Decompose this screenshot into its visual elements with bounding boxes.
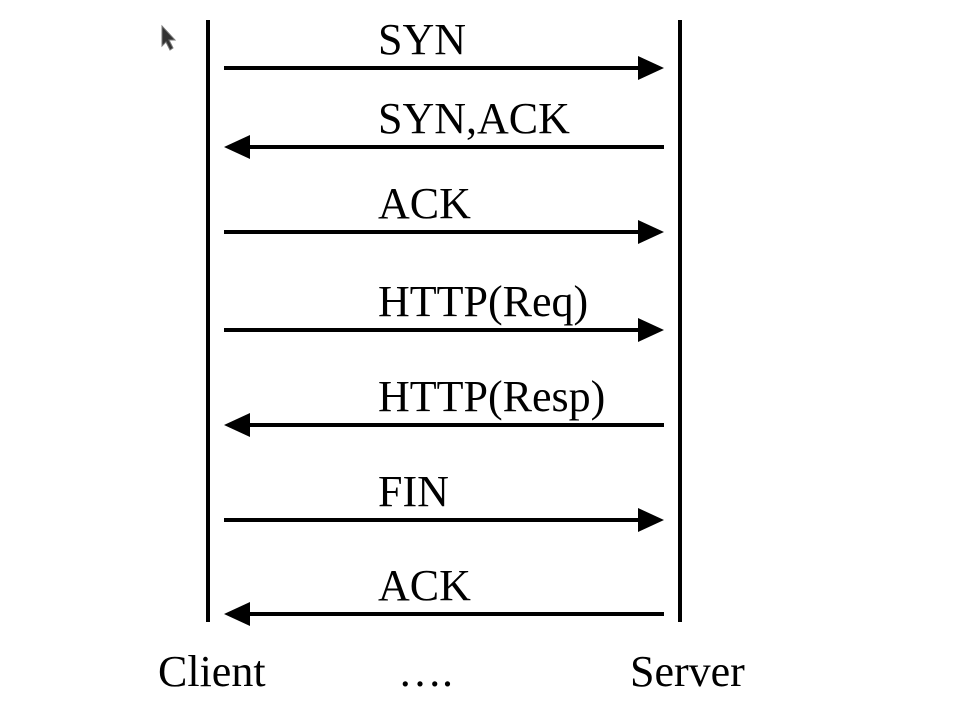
message-list: SYN SYN,ACK ACK HTTP(Req) HTTP(Resp) FIN ACK [224, 15, 664, 626]
arrowhead-right-icon [638, 56, 664, 80]
message-5: HTTP(Resp) [224, 372, 664, 437]
arrowhead-right-icon [638, 318, 664, 342]
arrowhead-left-icon [224, 602, 250, 626]
message-label: ACK [378, 179, 471, 228]
message-3: ACK [224, 179, 664, 244]
message-label: HTTP(Resp) [378, 372, 605, 421]
arrowhead-left-icon [224, 135, 250, 159]
arrowhead-right-icon [638, 508, 664, 532]
arrowhead-right-icon [638, 220, 664, 244]
mouse-pointer-icon [161, 24, 177, 51]
message-label: FIN [378, 467, 449, 516]
arrowhead-left-icon [224, 413, 250, 437]
client-label: Client [158, 647, 266, 696]
message-label: SYN [378, 15, 466, 64]
message-2: SYN,ACK [224, 94, 664, 159]
message-7: ACK [224, 561, 664, 626]
message-label: HTTP(Req) [378, 277, 588, 326]
message-label: SYN,ACK [378, 94, 570, 143]
message-6: FIN [224, 467, 664, 532]
continuation-dots: …. [398, 647, 453, 696]
server-label: Server [630, 647, 745, 696]
message-label: ACK [378, 561, 471, 610]
message-4: HTTP(Req) [224, 277, 664, 342]
message-1: SYN [224, 15, 664, 80]
